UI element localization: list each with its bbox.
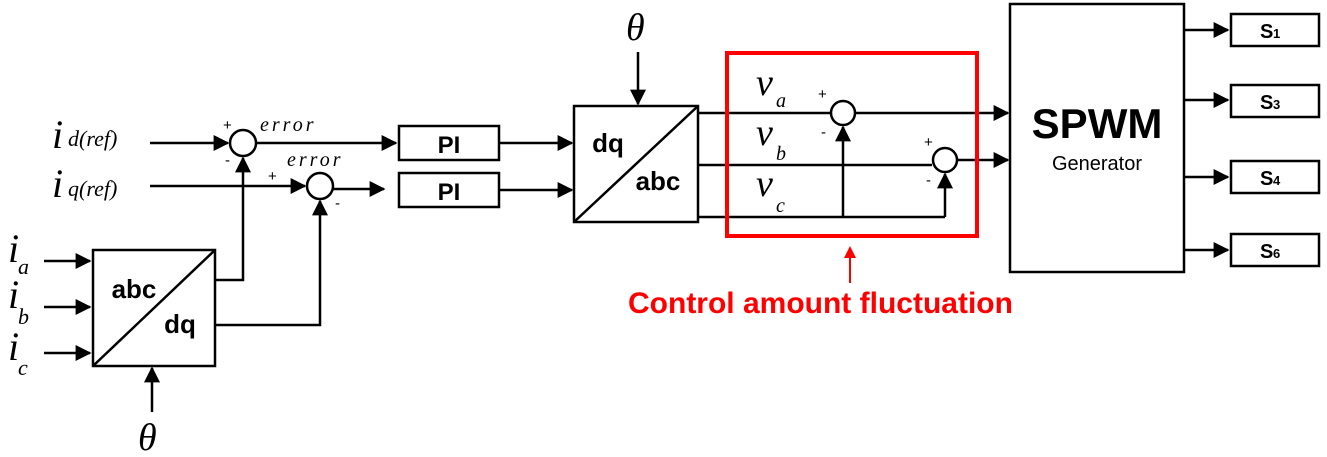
summing-junction-d	[228, 128, 258, 158]
pi-controller-q: PI	[397, 171, 501, 209]
svg-text:6: 6	[1273, 246, 1280, 261]
svg-text:S: S	[1260, 21, 1273, 43]
sum-vb-minus: -	[926, 172, 931, 189]
svg-text:PI: PI	[438, 179, 461, 206]
svg-text:v: v	[756, 163, 773, 205]
dq-to-abc-block: dq abc	[572, 104, 700, 224]
svg-text:S: S	[1260, 168, 1273, 190]
svg-text:v: v	[756, 112, 773, 154]
vc-label: v c	[756, 163, 785, 217]
summing-junction-va	[829, 99, 857, 127]
sum-d-minus: -	[225, 152, 230, 169]
svg-text:SPWM: SPWM	[1032, 100, 1163, 147]
svg-text:abc: abc	[636, 166, 681, 196]
svg-text:d(ref): d(ref)	[68, 126, 117, 151]
va-label: v a	[756, 62, 786, 112]
svg-text:i: i	[8, 324, 19, 369]
theta-top-label: θ	[626, 7, 645, 49]
svg-text:b: b	[776, 143, 786, 165]
sum-vb-plus: +	[924, 134, 933, 151]
abc-to-dq-block: abc dq	[91, 248, 217, 368]
svg-text:4: 4	[1273, 173, 1281, 188]
ia-label: i a	[8, 226, 29, 279]
svg-text:b: b	[18, 304, 29, 329]
sum-q-plus: +	[268, 168, 277, 185]
sum-q-minus: -	[335, 195, 340, 212]
svg-text:S: S	[1260, 92, 1273, 114]
spwm-generator-block: SPWM Generator	[1008, 2, 1186, 274]
sum-d-plus: +	[223, 117, 232, 134]
svg-text:S: S	[1260, 241, 1273, 263]
svg-text:1: 1	[1273, 26, 1280, 41]
ic-label: i c	[8, 324, 28, 380]
svg-text:a: a	[776, 90, 786, 112]
svg-text:abc: abc	[112, 274, 157, 304]
summing-junction-vb	[931, 146, 959, 174]
id-ref-label: i d(ref)	[52, 112, 117, 157]
pi-controller-d: PI	[397, 124, 501, 162]
id-feedback-wire	[215, 156, 251, 282]
svg-text:PI: PI	[438, 132, 461, 159]
svg-text:i: i	[52, 161, 63, 206]
svg-text:Generator: Generator	[1052, 153, 1142, 175]
output-s3: S 3	[1229, 83, 1321, 119]
svg-text:i: i	[52, 112, 63, 157]
annotation-text: Control amount fluctuation	[628, 287, 1013, 320]
error-label-q: error	[287, 149, 343, 171]
sum-va-plus: +	[818, 86, 827, 103]
summing-junction-q	[305, 171, 335, 201]
svg-text:q(ref): q(ref)	[68, 176, 117, 201]
vb-label: v b	[756, 112, 786, 165]
svg-text:dq: dq	[164, 309, 196, 339]
annotation-arrow-head	[844, 246, 856, 258]
sum-va-minus: -	[821, 124, 826, 141]
svg-text:i: i	[8, 272, 19, 317]
error-label-d: error	[260, 114, 316, 136]
output-s6: S 6	[1229, 232, 1321, 268]
ib-label: i b	[8, 272, 29, 329]
svg-text:dq: dq	[592, 128, 624, 158]
svg-text:c: c	[776, 195, 785, 217]
iq-feedback-wire	[215, 199, 328, 327]
output-s4: S 4	[1229, 159, 1321, 195]
svg-text:i: i	[8, 226, 19, 271]
svg-text:c: c	[18, 355, 28, 380]
fluctuation-highlight-box	[725, 51, 979, 238]
svg-text:a: a	[18, 254, 29, 279]
svg-text:3: 3	[1273, 97, 1280, 112]
theta-bottom-label: θ	[138, 417, 157, 457]
output-s1: S 1	[1229, 12, 1321, 48]
iq-ref-label: i q(ref)	[52, 161, 117, 206]
svg-text:v: v	[756, 62, 773, 104]
